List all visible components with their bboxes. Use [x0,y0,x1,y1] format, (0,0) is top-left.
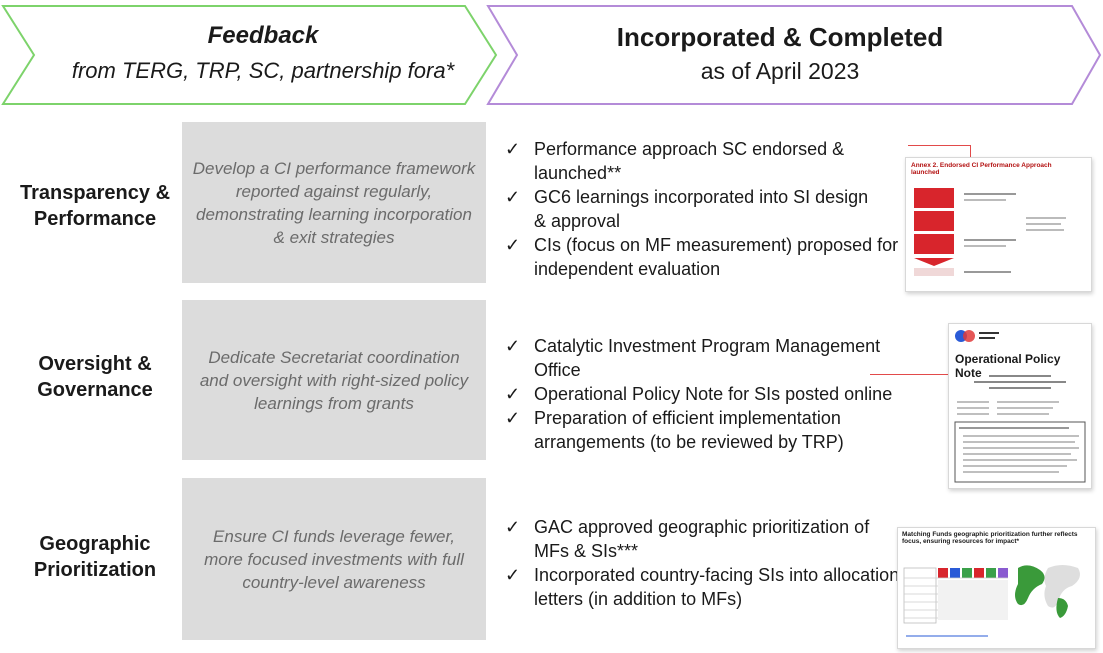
thumbnail-document [954,330,1086,483]
incorporated-subtitle: as of April 2023 [700,58,860,84]
feedback-box-oversight: Dedicate Secretariat coordination and ov… [182,300,486,460]
list-item: ✓ Operational Policy Note for SIs posted … [505,382,915,406]
list-item-text: GC6 learnings incorporated into SI desig… [534,187,869,231]
feedback-subtitle: from TERG, TRP, SC, partnership fora* [71,58,455,83]
list-item-text: Performance approach SC endorsed & launc… [534,139,845,183]
check-icon: ✓ [505,517,521,537]
check-icon: ✓ [505,565,521,585]
thumbnail-policy-note: Operational Policy Note [948,323,1092,489]
check-icon: ✓ [505,384,521,404]
connector-line [970,145,971,157]
row-label-line: Geographic [39,533,151,555]
checklist-transparency: ✓ Performance approach SC endorsed & laun… [505,137,915,281]
list-item-text: Operational Policy Note for SIs posted o… [534,384,893,404]
list-item-text: GAC approved geographic prioritization o… [534,517,870,561]
list-item: ✓ GAC approved geographic prioritization … [505,515,879,563]
connector-line [870,374,948,375]
row-label-line: Prioritization [33,559,157,581]
connector-line [908,145,970,146]
row-label-line: Transparency & [19,182,171,204]
thumbnail-title: Matching Funds geographic prioritization… [902,531,1078,545]
check-icon: ✓ [505,235,521,255]
list-item-text: Preparation of efficient implementation … [534,408,844,452]
checklist-oversight: ✓ Catalytic Investment Program Management… [505,334,915,454]
feedback-title: Feedback [207,22,319,49]
checklist-geographic: ✓ GAC approved geographic prioritization … [505,515,899,611]
row-label-line: Governance [37,379,153,401]
check-icon: ✓ [505,139,521,159]
row-label-oversight: Oversight & Governance [10,351,180,403]
row-label-geographic: Geographic Prioritization [10,531,180,583]
check-icon: ✓ [505,187,521,207]
feedback-text: Dedicate Secretariat coordination and ov… [199,347,469,413]
row-label-line: Performance [33,208,157,230]
list-item-text: Catalytic Investment Program Management … [534,336,881,380]
feedback-text: Develop a CI performance framework repor… [192,158,476,247]
list-item-text: CIs (focus on MF measurement) proposed f… [534,235,899,279]
thumbnail-diagram [914,188,1066,276]
list-item: ✓ Incorporated country-facing SIs into al… [505,563,914,611]
feedback-box-geographic: Ensure CI funds leverage fewer, more foc… [182,478,486,640]
list-item: ✓ Preparation of efficient implementation… [505,406,874,454]
list-item: ✓ GC6 learnings incorporated into SI desi… [505,185,879,233]
feedback-text: Ensure CI funds leverage fewer, more foc… [204,526,464,592]
row-label-transparency: Transparency & Performance [10,180,180,232]
incorporated-title: Incorporated & Completed [616,22,944,52]
list-item-text: Incorporated country-facing SIs into all… [534,565,900,609]
list-item: ✓ Catalytic Investment Program Management… [505,334,915,382]
thumbnail-geographic-map: Matching Funds geographic prioritization… [897,527,1096,649]
feedback-box-transparency: Develop a CI performance framework repor… [182,122,486,283]
thumbnail-performance-approach: Annex 2. Endorsed CI Performance Approac… [905,157,1092,292]
list-item: ✓ Performance approach SC endorsed & laun… [505,137,915,185]
thumbnail-title: Annex 2. Endorsed CI Performance Approac… [911,162,1052,176]
feedback-chevron [1,5,1102,105]
thumbnail-map-table [903,565,1080,637]
check-icon: ✓ [505,336,521,356]
check-icon: ✓ [505,408,521,428]
list-item: ✓ CIs (focus on MF measurement) proposed … [505,233,909,281]
row-label-line: Oversight & [38,353,152,375]
thumbnail-title: Operational Policy Note [955,352,1061,380]
incorporated-chevron [486,5,1102,105]
